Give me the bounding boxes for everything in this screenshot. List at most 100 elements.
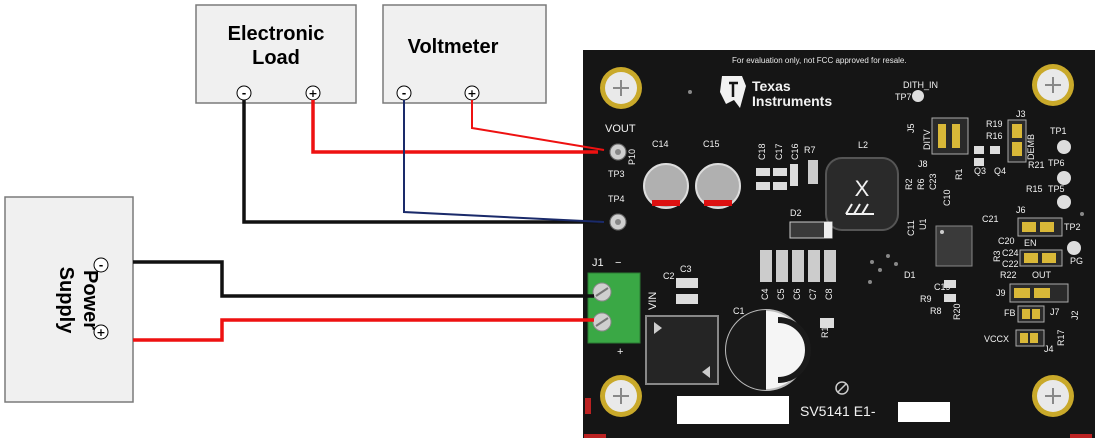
header-j4 xyxy=(1015,329,1045,347)
label-j1: J1 xyxy=(592,257,604,269)
label-c3: C3 xyxy=(680,264,692,274)
header-pg xyxy=(1019,249,1063,267)
label-vout: VOUT xyxy=(605,123,636,135)
label-r19: R19 xyxy=(986,119,1003,129)
label-c24: C24 xyxy=(1002,248,1019,258)
mounting-hole-top-left xyxy=(600,67,642,109)
label-tp5: TP5 xyxy=(1048,184,1065,194)
label-c5: C5 xyxy=(776,288,786,300)
label-r20: R20 xyxy=(952,303,962,320)
label-tp6: TP6 xyxy=(1048,158,1065,168)
label-vin: VIN xyxy=(647,292,659,310)
label-q3: Q3 xyxy=(974,166,986,176)
voltmeter-title: Voltmeter xyxy=(408,36,499,58)
capacitor-bank-c4-c8 xyxy=(760,250,836,282)
inductor-l2: X xyxy=(825,157,899,231)
label-r21: R21 xyxy=(1028,160,1045,170)
label-c2: C2 xyxy=(663,271,675,281)
label-tp7: TP7 xyxy=(895,92,912,102)
label-c6: C6 xyxy=(792,288,802,300)
capacitor-c1 xyxy=(725,309,811,391)
label-c16: C16 xyxy=(790,143,800,160)
power-supply-minus-label: - xyxy=(99,259,104,272)
label-c14: C14 xyxy=(652,139,669,149)
label-r1b: R1 xyxy=(954,168,964,180)
label-r6: R6 xyxy=(916,178,926,190)
label-out: OUT xyxy=(1032,270,1052,280)
label-d1: D1 xyxy=(904,270,916,280)
mounting-hole-bottom-right xyxy=(1032,375,1074,417)
label-c19: C19 xyxy=(934,282,951,292)
label-ditv: DITV xyxy=(922,129,932,150)
label-d2: D2 xyxy=(790,208,802,218)
ic-u1 xyxy=(935,225,973,267)
label-tp3: TP3 xyxy=(608,169,625,179)
label-dith-in: DITH_IN xyxy=(903,80,938,90)
via-dots xyxy=(688,90,1084,284)
capacitor-c14 xyxy=(643,163,689,209)
label-r3: R3 xyxy=(992,250,1002,262)
label-c15: C15 xyxy=(703,139,720,149)
wire-supply-negative xyxy=(133,260,594,298)
label-r7: R7 xyxy=(804,145,816,155)
electronic-load-plus-label: + xyxy=(308,87,317,100)
label-r22: R22 xyxy=(1000,270,1017,280)
label-pg: PG xyxy=(1070,256,1083,266)
wires xyxy=(133,100,605,342)
electronic-load-title-line1: Electronic xyxy=(228,23,325,45)
label-c1: C1 xyxy=(733,306,745,316)
label-c20: C20 xyxy=(998,236,1015,246)
label-r16: R16 xyxy=(986,131,1003,141)
wire-voltmeter-negative xyxy=(403,100,605,223)
texas-instruments-logo-icon xyxy=(720,76,746,108)
label-r1: R1 xyxy=(820,326,830,338)
board-disclaimer-note: For evaluation only, not FCC approved fo… xyxy=(732,56,907,65)
power-supply-plus-label: + xyxy=(96,326,105,339)
label-c22: C22 xyxy=(1002,259,1019,269)
label-tp2: TP2 xyxy=(1064,222,1081,232)
label-j1-plus: + xyxy=(617,346,623,358)
label-j6: J6 xyxy=(1016,205,1026,215)
probe-tp4 xyxy=(609,213,627,231)
label-j8: J8 xyxy=(918,159,928,169)
power-supply-block: Power Supply - + xyxy=(4,196,134,403)
label-j9: J9 xyxy=(996,288,1006,298)
label-c23: C23 xyxy=(928,173,938,190)
label-c10: C10 xyxy=(942,189,952,206)
voltmeter-block: Voltmeter - + xyxy=(382,4,547,104)
wire-load-positive xyxy=(311,100,598,154)
board-id: SV5141 E1- xyxy=(800,403,876,419)
label-j1-minus: − xyxy=(615,257,621,269)
label-r17: R17 xyxy=(1056,329,1066,346)
brand-line1: Texas xyxy=(752,78,791,94)
label-r2: R2 xyxy=(904,178,914,190)
brand-line2: Instruments xyxy=(752,93,832,109)
label-u1: U1 xyxy=(918,218,928,230)
label-c18: C18 xyxy=(757,143,767,160)
inductor-mark: X xyxy=(855,176,870,201)
label-j4: J4 xyxy=(1044,344,1054,354)
label-l2: L2 xyxy=(858,140,868,150)
label-c11: C11 xyxy=(906,220,916,236)
label-en: EN xyxy=(1024,238,1037,248)
wire-voltmeter-positive xyxy=(471,100,605,151)
probe-tp3 xyxy=(609,143,627,161)
terminal-block-j1 xyxy=(587,272,641,344)
label-j5: J5 xyxy=(906,123,916,133)
voltmeter-minus-label: - xyxy=(402,87,407,100)
label-c7: C7 xyxy=(808,288,818,300)
capacitor-c15 xyxy=(695,163,741,209)
label-tp4: TP4 xyxy=(608,194,625,204)
header-j7 xyxy=(1017,305,1045,323)
mounting-hole-top-right xyxy=(1032,64,1074,106)
electronic-load-minus-label: - xyxy=(242,87,247,100)
mounting-hole-bottom-left xyxy=(600,375,642,417)
evaluation-board: For evaluation only, not FCC approved fo… xyxy=(583,50,1095,438)
label-r8: R8 xyxy=(930,306,942,316)
label-c21: C21 xyxy=(982,214,999,224)
header-j6 xyxy=(1017,217,1063,237)
label-tp1: TP1 xyxy=(1050,126,1067,136)
electronic-load-title-line2: Load xyxy=(252,47,300,69)
label-q4: Q4 xyxy=(994,166,1006,176)
label-c17: C17 xyxy=(774,143,784,160)
